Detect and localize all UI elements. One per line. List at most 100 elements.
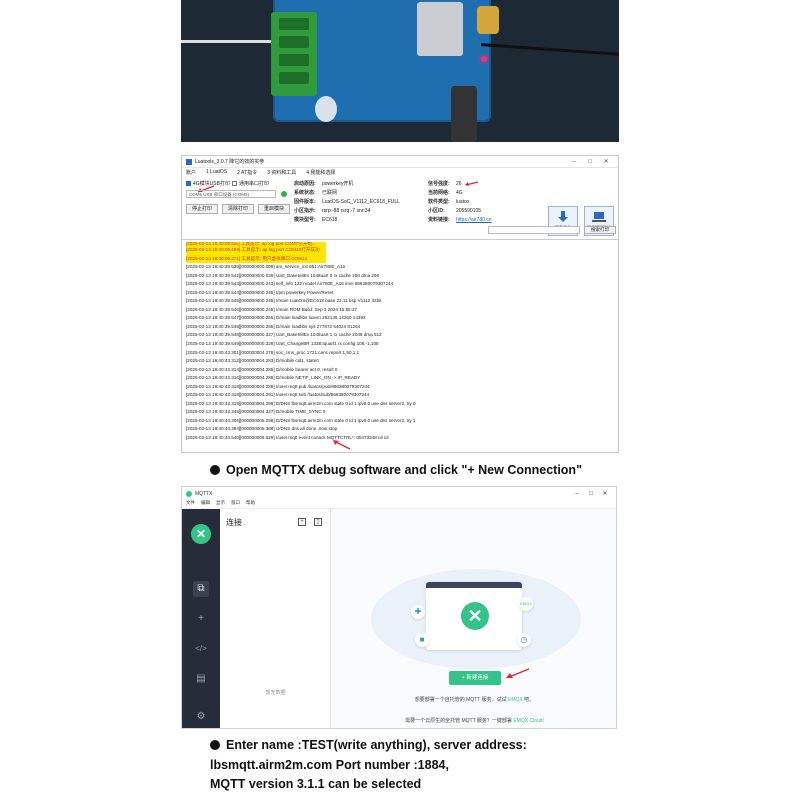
green-terminal-block — [271, 12, 317, 96]
log-line: [2025-02-13 19:40:43.301][000000004.276]… — [186, 349, 360, 355]
red-arrow-icon — [333, 440, 351, 450]
log-search-input[interactable] — [488, 226, 580, 234]
menu-resources[interactable]: 3 资料和工具 — [267, 170, 297, 176]
info-row: 小区指示:rsrp:-88 rsrq:-7 snr:34 — [294, 208, 371, 214]
menu-edit[interactable]: 编辑 — [201, 500, 210, 505]
step-caption-server-settings: Enter name :TEST(write anything), server… — [210, 738, 527, 752]
usb-cable — [451, 86, 477, 142]
log-line: [2025-02-13 19:40:44.306][000000005.298]… — [186, 417, 416, 423]
menu-luatos[interactable]: 1 LuatOS — [206, 169, 228, 175]
log-line: [2025-02-13 19:40:09.5xx] 工具提示: ap log p… — [186, 242, 326, 246]
bullet-icon — [210, 740, 220, 750]
mqttx-window: MQTTX – □ ✕ 文件 编辑 显示 窗口 帮助 ✕ ⧉ + </> ▤ ⚙… — [181, 486, 617, 729]
minimize-icon[interactable]: – — [575, 490, 579, 497]
info-row: 资料链接:https://air780.cn — [428, 217, 492, 223]
square-bubble-icon: ■ — [415, 633, 429, 647]
checkbox-checked-icon — [186, 181, 191, 186]
log-line: [2025-02-13 19:40:09.469] 工具提示: ap log p… — [186, 246, 326, 255]
clock-bubble-icon: ◷ — [517, 633, 531, 647]
connections-icon[interactable]: ⧉ — [193, 581, 209, 597]
log-line: [2025-02-13 19:40:43.316][000000004.286]… — [186, 375, 361, 381]
log-line: [2025-02-13 19:40:39.545][000000000.245]… — [186, 298, 382, 304]
port-status-icon — [281, 191, 287, 197]
checkbox-unchecked-icon — [232, 181, 237, 186]
log-line: [2025-02-13 19:40:43.314][000000004.285]… — [186, 366, 338, 372]
stop-print-button[interactable]: 停止打印 — [186, 204, 218, 214]
search-log-button[interactable]: 搜索打印 — [584, 226, 616, 234]
board-photo — [181, 0, 619, 142]
mqttx-app-icon — [186, 490, 192, 497]
info-row: 小区ID:205590105 — [428, 208, 482, 214]
port-select[interactable]: COM5 USB 串口设备 (COM5) — [186, 190, 276, 198]
emqx-bubble-icon: EMQX — [519, 597, 533, 611]
usb-print-checkbox[interactable]: 4G模块USB打印 — [186, 180, 230, 187]
menu-account[interactable]: 账户 — [186, 170, 197, 176]
emqx-link[interactable]: EMQX — [508, 697, 523, 703]
restart-module-button[interactable]: 重启模块 — [258, 204, 290, 214]
layout-icon[interactable]: ▯ — [314, 518, 322, 526]
antenna-connector — [477, 6, 499, 34]
log-line: [2025-02-13 19:40:39.539][000000000.009]… — [186, 264, 346, 270]
settings-icon[interactable]: ⚙ — [196, 711, 206, 722]
log-line: [2025-02-13 19:40:39.543][000000000.243]… — [186, 281, 394, 287]
connections-header: 连接 — [226, 518, 242, 527]
empty-connections-text: 暂无数据 — [265, 690, 286, 696]
menu-at[interactable]: 2 AT指令 — [237, 170, 258, 176]
info-row: 当前网络:4G — [428, 190, 463, 196]
log-line: [2025-02-13 19:40:43.312][000000004.283]… — [186, 358, 319, 364]
mqttx-title: MQTTX — [195, 490, 213, 497]
info-row: 固件版本:LuatOS-SoC_V1112_EC618_FULL — [294, 199, 400, 205]
clear-print-button[interactable]: 清除打印 — [222, 204, 254, 214]
log-line: [2025-02-13 19:40:43.319][000000004.299]… — [186, 400, 416, 406]
plus-bubble-icon: ✚ — [411, 605, 425, 619]
luatools-titlebar: Luatools_3.0.7 降它的效的实参 – □ ✕ — [182, 156, 618, 168]
white-cable — [181, 40, 273, 43]
log-icon[interactable]: ▤ — [196, 673, 206, 684]
log-line: [2025-02-13 19:40:39.542][000000000.026]… — [186, 272, 380, 278]
new-connection-button[interactable]: + 新建连接 — [449, 671, 501, 685]
status-led — [481, 56, 487, 62]
info-row: 信号强度:26 — [428, 180, 538, 189]
menu-options[interactable]: 4 我能和选择 — [306, 170, 336, 176]
serial-print-checkbox[interactable]: 通用串口打印 — [232, 180, 269, 187]
info-row: 模块型号:EC618 — [294, 217, 338, 223]
log-output: [2025-02-13 19:40:09.5xx] 工具提示: ap log p… — [182, 239, 618, 452]
maximize-icon[interactable]: □ — [588, 158, 592, 165]
minimize-icon[interactable]: – — [572, 158, 576, 165]
menu-window[interactable]: 窗口 — [231, 500, 240, 505]
menu-view[interactable]: 显示 — [216, 500, 225, 505]
mqttx-logo-icon: ✕ — [191, 524, 211, 544]
log-line: [2025-02-13 19:40:39.544][000000000.245]… — [186, 289, 334, 295]
red-arrow-icon — [506, 668, 530, 678]
log-line: [2025-02-13 19:40:39.549][000000000.328]… — [186, 341, 379, 347]
log-line: [2025-02-13 19:40:44.384][000000005.368]… — [186, 426, 338, 432]
menu-file[interactable]: 文件 — [186, 500, 195, 505]
mqttx-menubar: 文件 编辑 显示 窗口 帮助 — [182, 500, 616, 509]
info-row: 软件类型:luatos — [428, 199, 470, 205]
red-arrow-icon — [464, 181, 478, 186]
log-line: [2025-02-13 19:40:39.548][000000000.327]… — [186, 332, 382, 338]
step-caption-new-connection: Open MQTTX debug software and click "+ N… — [210, 463, 582, 477]
server-address-text: lbsmqtt.airm2m.com Port number :1884, — [210, 758, 449, 772]
connections-panel: 连接 + ▯ 暂无数据 — [220, 509, 331, 728]
capacitor — [315, 96, 337, 122]
resource-link[interactable]: https://air780.cn — [456, 217, 492, 223]
device-info-right: 信号强度:26 当前网络:4G 软件类型:luatos 小区ID:2055901… — [428, 180, 538, 225]
menu-help[interactable]: 帮助 — [246, 500, 255, 505]
download-icon — [558, 211, 568, 222]
info-row: 启动原因:powerkey开机 — [294, 181, 354, 187]
log-line: [2025-02-13 19:40:09.471] 工具提示: 用户虚拟串口 C… — [186, 254, 326, 264]
luatools-app-icon — [186, 158, 192, 165]
mqttx-logo-icon: ✕ — [461, 602, 489, 630]
close-icon[interactable]: ✕ — [603, 159, 609, 165]
emqx-cloud-link[interactable]: EMQX Cloud! — [513, 718, 544, 724]
maximize-icon[interactable]: □ — [589, 490, 593, 497]
self-hosted-tip: 想要部署一个自托管的 MQTT 服务，试试 EMQX 吧。 — [414, 697, 535, 703]
info-row: 系统状态:已联网 — [294, 190, 338, 196]
add-icon[interactable]: + — [198, 613, 204, 624]
new-connection-icon[interactable]: + — [298, 518, 306, 526]
script-icon[interactable]: </> — [195, 644, 207, 653]
close-icon[interactable]: ✕ — [602, 491, 608, 497]
mqttx-sidebar: ✕ ⧉ + </> ▤ ⚙ — [182, 509, 220, 728]
